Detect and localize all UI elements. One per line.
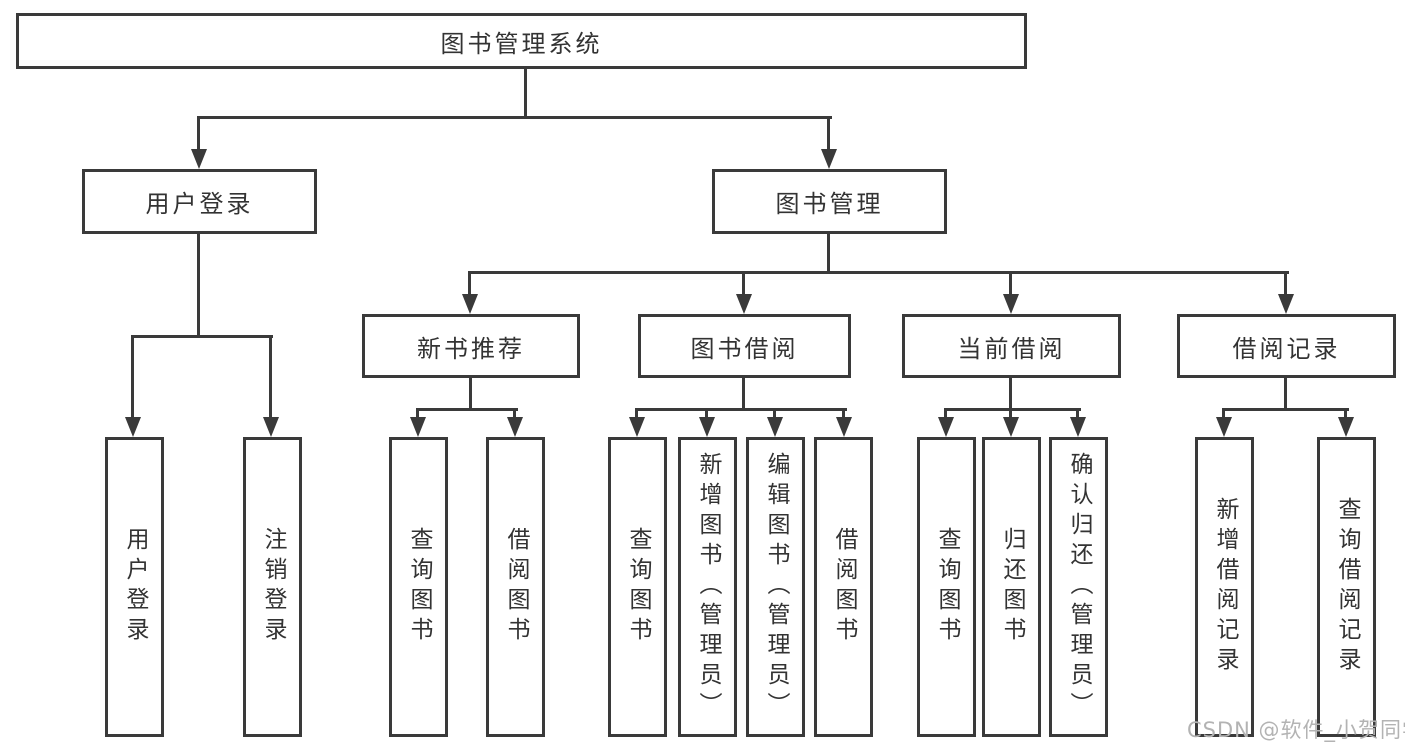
node-book-management: 图书管理 <box>712 169 947 234</box>
arrow-to-current-borrow <box>1003 294 1019 314</box>
node-label: 注销登录 <box>260 527 286 647</box>
arrow-to-return-books <box>1003 417 1019 437</box>
node-query-books-borrow: 查询图书 <box>608 437 667 737</box>
node-label: 查询图书 <box>625 527 651 647</box>
connector-book-management-bus <box>468 271 1289 274</box>
connector-to-book-borrow-stem <box>742 271 745 296</box>
node-label: 借阅记录 <box>1232 334 1341 363</box>
node-library-management-system: 图书管理系统 <box>16 13 1027 69</box>
connector-leaf-stem <box>1076 408 1079 419</box>
connector-leaf-stem <box>705 408 708 419</box>
node-user-login: 用户登录 <box>82 169 317 234</box>
connector-leaf-stem <box>944 408 947 419</box>
connector-to-current-borrow-stem <box>1009 271 1012 296</box>
csdn-watermark: CSDN @软件_小贺同学 <box>1187 718 1405 742</box>
connector-leaf-stem <box>1222 408 1225 419</box>
arrow-to-logout <box>263 417 279 437</box>
connector-book-borrow-stem <box>742 376 745 411</box>
connector-root-bus <box>197 116 832 119</box>
arrow-to-borrow-books-borrow <box>836 417 852 437</box>
node-label: 查询图书 <box>934 527 960 647</box>
connector-to-logout-stem <box>269 335 272 419</box>
connector-book-management-stem <box>827 232 830 274</box>
connector-leaf-stem <box>1344 408 1347 419</box>
node-add-books-admin: 新增图书（管理员） <box>678 437 737 737</box>
arrow-to-add-borrow-record <box>1216 417 1232 437</box>
node-label: 新增图书（管理员） <box>695 452 721 722</box>
node-current-borrow: 当前借阅 <box>902 314 1121 378</box>
connector-leaf-stem <box>635 408 638 419</box>
connector-leaf-stem <box>416 408 419 419</box>
node-login: 用户登录 <box>105 437 164 737</box>
connector-leaf-stem <box>513 408 516 419</box>
node-borrow-books-borrow: 借阅图书 <box>814 437 873 737</box>
node-label: 当前借阅 <box>957 334 1066 363</box>
node-query-borrow-record: 查询借阅记录 <box>1317 437 1376 737</box>
connector-borrow-records-bus <box>1222 408 1349 411</box>
node-edit-books-admin: 编辑图书（管理员） <box>746 437 805 737</box>
node-label: 查询借阅记录 <box>1334 497 1360 677</box>
node-logout: 注销登录 <box>243 437 302 737</box>
node-borrow-books-recommend: 借阅图书 <box>486 437 545 737</box>
node-add-borrow-record: 新增借阅记录 <box>1195 437 1254 737</box>
node-book-borrow: 图书借阅 <box>638 314 851 378</box>
node-label: 归还图书 <box>999 527 1025 647</box>
arrow-to-borrow-records <box>1278 294 1294 314</box>
arrow-to-borrow-books-recommend <box>507 417 523 437</box>
arrow-to-edit-books-admin <box>767 417 783 437</box>
arrow-to-query-borrow-record <box>1338 417 1354 437</box>
arrow-to-book-borrow <box>736 294 752 314</box>
node-label: 确认归还（管理员） <box>1066 452 1092 722</box>
arrow-to-query-books-current <box>938 417 954 437</box>
connector-to-borrow-records-stem <box>1284 271 1287 296</box>
connector-user-login-stem <box>197 231 200 338</box>
connector-to-book-management-stem <box>827 116 830 150</box>
arrow-to-new-book-recommend <box>462 294 478 314</box>
node-label: 图书管理系统 <box>440 29 603 58</box>
arrow-to-book-management <box>821 149 837 169</box>
arrow-to-query-books-recommend <box>410 417 426 437</box>
node-label: 借阅图书 <box>831 527 857 647</box>
arrow-to-add-books-admin <box>699 417 715 437</box>
node-confirm-return-admin: 确认归还（管理员） <box>1049 437 1108 737</box>
arrow-to-query-books-borrow <box>629 417 645 437</box>
connector-leaf-stem <box>773 408 776 419</box>
arrow-to-login <box>125 417 141 437</box>
node-label: 用户登录 <box>145 190 254 218</box>
node-return-books: 归还图书 <box>982 437 1041 737</box>
connector-to-new-book-stem <box>468 271 471 296</box>
node-label: 编辑图书（管理员） <box>763 452 789 722</box>
node-label: 用户登录 <box>122 527 148 647</box>
connector-new-book-bus <box>416 408 518 411</box>
node-label: 新增借阅记录 <box>1212 497 1238 677</box>
connector-leaf-stem <box>842 408 845 419</box>
node-borrow-records: 借阅记录 <box>1177 314 1396 378</box>
connector-new-book-stem <box>469 376 472 411</box>
node-query-books-current: 查询图书 <box>917 437 976 737</box>
connector-current-borrow-bus <box>944 408 1081 411</box>
node-label: 查询图书 <box>406 527 432 647</box>
node-label: 图书管理 <box>775 190 884 218</box>
node-label: 新书推荐 <box>417 334 525 363</box>
connector-to-login-stem <box>131 335 134 419</box>
connector-current-borrow-stem <box>1009 376 1012 411</box>
node-label: 借阅图书 <box>503 527 529 647</box>
node-query-books-recommend: 查询图书 <box>389 437 448 737</box>
arrow-to-confirm-return-admin <box>1070 417 1086 437</box>
node-label: 图书借阅 <box>690 334 799 363</box>
arrow-to-user-login <box>191 149 207 169</box>
connector-book-borrow-bus <box>635 408 847 411</box>
connector-user-login-bus <box>131 335 273 338</box>
connector-root-stem <box>524 66 527 119</box>
connector-to-user-login-stem <box>197 116 200 150</box>
node-new-book-recommend: 新书推荐 <box>362 314 580 378</box>
connector-leaf-stem <box>1009 408 1012 419</box>
connector-borrow-records-stem <box>1284 376 1287 411</box>
